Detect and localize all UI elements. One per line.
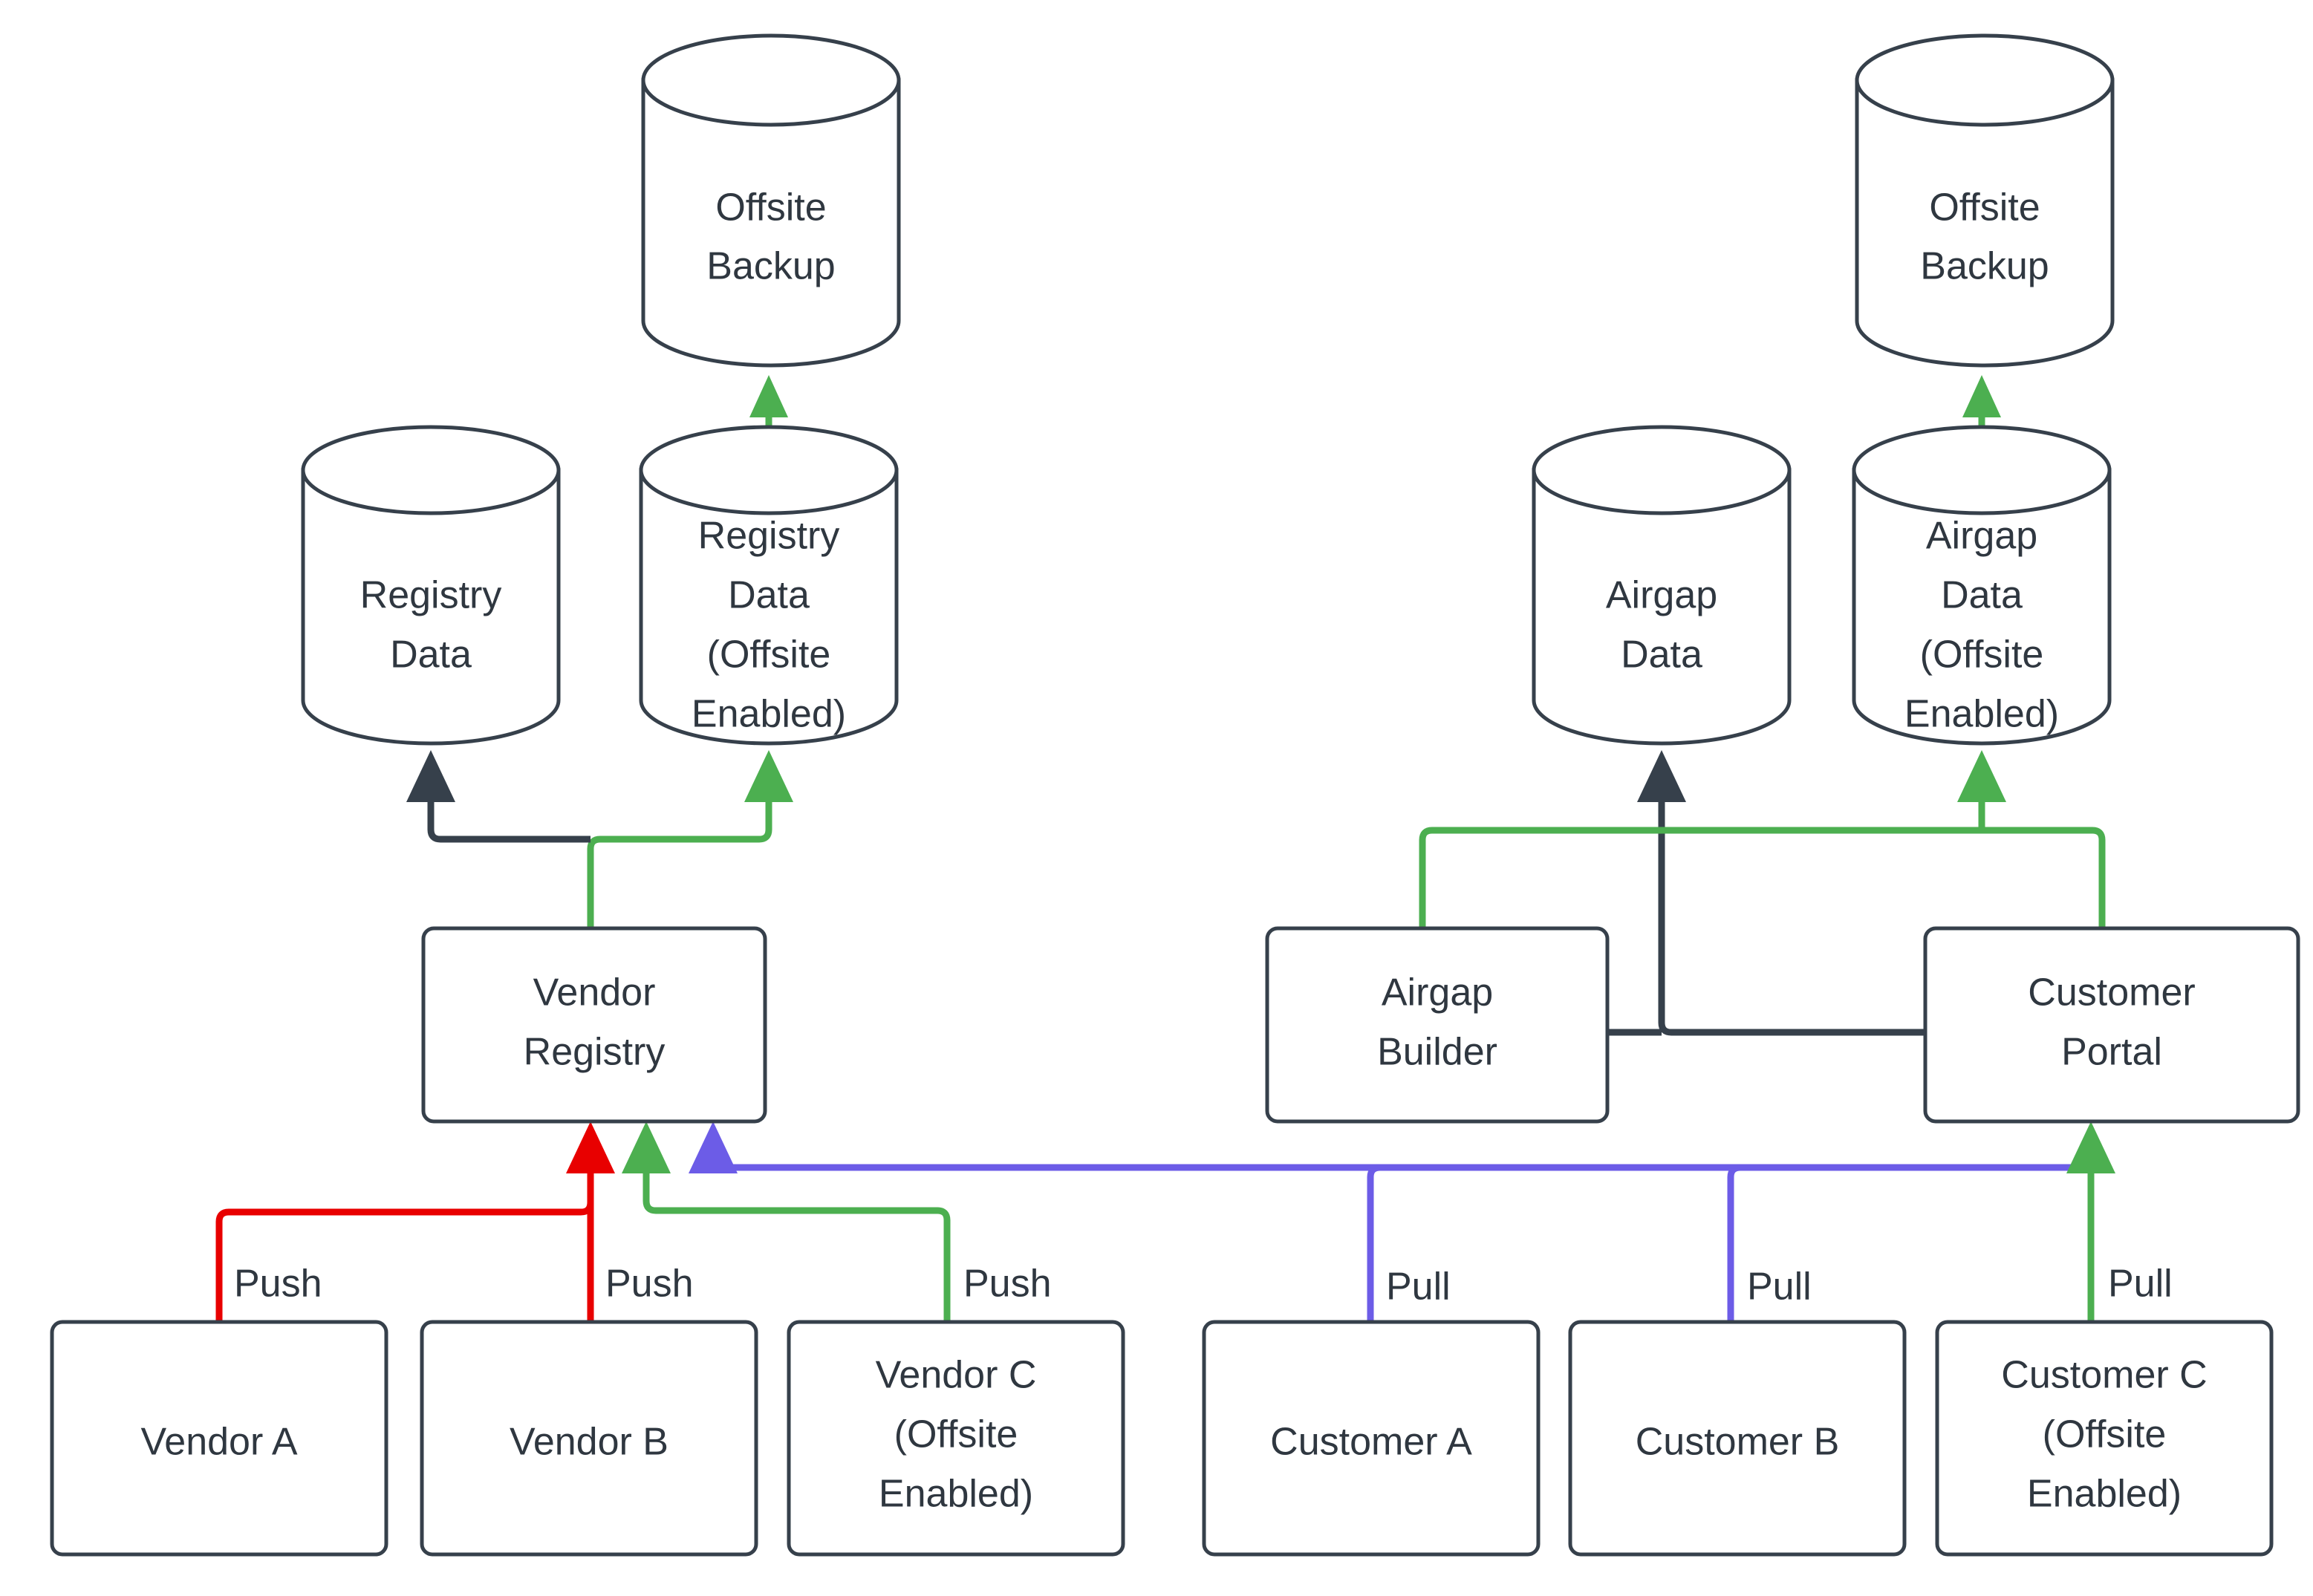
edge-label-customer-b-pull: Pull (1747, 1266, 1812, 1309)
arrowhead-vendor-c-push (622, 1121, 671, 1173)
node-airgap-builder[interactable]: Airgap Builder (1265, 926, 1610, 1124)
edge-label-vendor-b-push: Push (605, 1263, 694, 1306)
airgap-data-line2: Data (1621, 633, 1702, 677)
node-airgap-data-offsite[interactable]: Airgap Data (Offsite Enabled) (1852, 425, 2112, 746)
customer-portal-line2: Portal (2061, 1031, 2162, 1074)
vendor-registry-line1: Vendor (533, 971, 656, 1014)
registry-data-line2: Data (390, 633, 472, 677)
edge-customer-a-pull (1367, 1164, 2091, 1322)
customer-b-label: Customer B (1636, 1421, 1840, 1464)
arrowhead-registry-data-offsite (744, 750, 793, 802)
offsite-backup-right-line2: Backup (1920, 245, 2049, 288)
node-registry-data-offsite[interactable]: Registry Data (Offsite Enabled) (639, 425, 899, 746)
customer-c-line3: Enabled) (2027, 1473, 2182, 1516)
arrowhead-airgap-data-offsite (1957, 750, 2006, 802)
node-customer-a[interactable]: Customer A (1202, 1320, 1541, 1557)
node-offsite-backup-right[interactable]: Offsite Backup (1855, 33, 2115, 368)
edge-customer-b-pull (1727, 1164, 2091, 1322)
arrowhead-registry-data (406, 750, 455, 802)
airgap-data-offsite-line3: (Offsite (1920, 633, 2044, 677)
node-customer-b[interactable]: Customer B (1568, 1320, 1907, 1557)
offsite-backup-left-line2: Backup (706, 245, 835, 288)
arrowhead-offsite-backup-left (749, 375, 788, 417)
arrowhead-customer-c-pull (2066, 1121, 2115, 1173)
airgap-builder-line2: Builder (1377, 1031, 1497, 1074)
airgap-data-offsite-line1: Airgap (1926, 515, 2037, 558)
node-registry-data[interactable]: Registry Data (301, 425, 561, 746)
customer-portal-line1: Customer (2028, 971, 2195, 1014)
airgap-data-line1: Airgap (1606, 574, 1717, 617)
vendor-a-label: Vendor A (140, 1421, 297, 1464)
edge-label-vendor-c-push: Push (963, 1263, 1052, 1306)
customer-c-line1: Customer C (2001, 1354, 2207, 1397)
vendor-c-line3: Enabled) (879, 1473, 1033, 1516)
node-customer-c[interactable]: Customer C (Offsite Enabled) (1935, 1320, 2274, 1557)
registry-data-offsite-line3: (Offsite (707, 633, 831, 677)
airgap-data-offsite-line4: Enabled) (1904, 693, 2059, 736)
edge-vendor-registry-stem-green (587, 787, 772, 928)
registry-data-line1: Registry (360, 574, 502, 617)
arrowhead-airgap-data (1637, 750, 1686, 802)
edge-airgap-green-bus (1419, 827, 2106, 928)
vendor-c-line2: (Offsite (894, 1413, 1018, 1456)
node-customer-portal[interactable]: Customer Portal (1923, 926, 2300, 1124)
registry-data-offsite-line1: Registry (698, 515, 840, 558)
customer-c-line2: (Offsite (2043, 1413, 2167, 1456)
node-airgap-data[interactable]: Airgap Data (1532, 425, 1792, 746)
vendor-b-label: Vendor B (510, 1421, 668, 1464)
edge-customer-portal-to-airgap-data (1658, 787, 1925, 1036)
offsite-backup-left-line1: Offsite (715, 186, 826, 229)
edge-vendor-registry-to-registry-data (427, 787, 591, 843)
node-offsite-backup-left[interactable]: Offsite Backup (641, 33, 901, 368)
airgap-builder-line1: Airgap (1382, 971, 1493, 1014)
vendor-c-line1: Vendor C (876, 1354, 1037, 1397)
arrowhead-portal-to-registry (689, 1121, 738, 1173)
offsite-backup-right-line1: Offsite (1929, 186, 2040, 229)
node-vendor-registry[interactable]: Vendor Registry (421, 926, 767, 1124)
airgap-data-offsite-line2: Data (1941, 574, 2023, 617)
node-vendor-c[interactable]: Vendor C (Offsite Enabled) (787, 1320, 1125, 1557)
node-vendor-a[interactable]: Vendor A (50, 1320, 388, 1557)
registry-data-offsite-line4: Enabled) (692, 693, 846, 736)
arrowhead-offsite-backup-right (1962, 375, 2001, 417)
customer-a-label: Customer A (1270, 1421, 1472, 1464)
edge-label-customer-c-pull: Pull (2108, 1263, 2173, 1306)
edge-vendor-c-push (642, 1159, 951, 1322)
node-vendor-b[interactable]: Vendor B (420, 1320, 758, 1557)
registry-data-offsite-line2: Data (728, 574, 810, 617)
edge-label-vendor-a-push: Push (234, 1263, 322, 1306)
vendor-registry-line2: Registry (524, 1031, 666, 1074)
edge-label-customer-a-pull: Pull (1386, 1266, 1451, 1309)
arrowhead-vendor-push (566, 1121, 615, 1173)
